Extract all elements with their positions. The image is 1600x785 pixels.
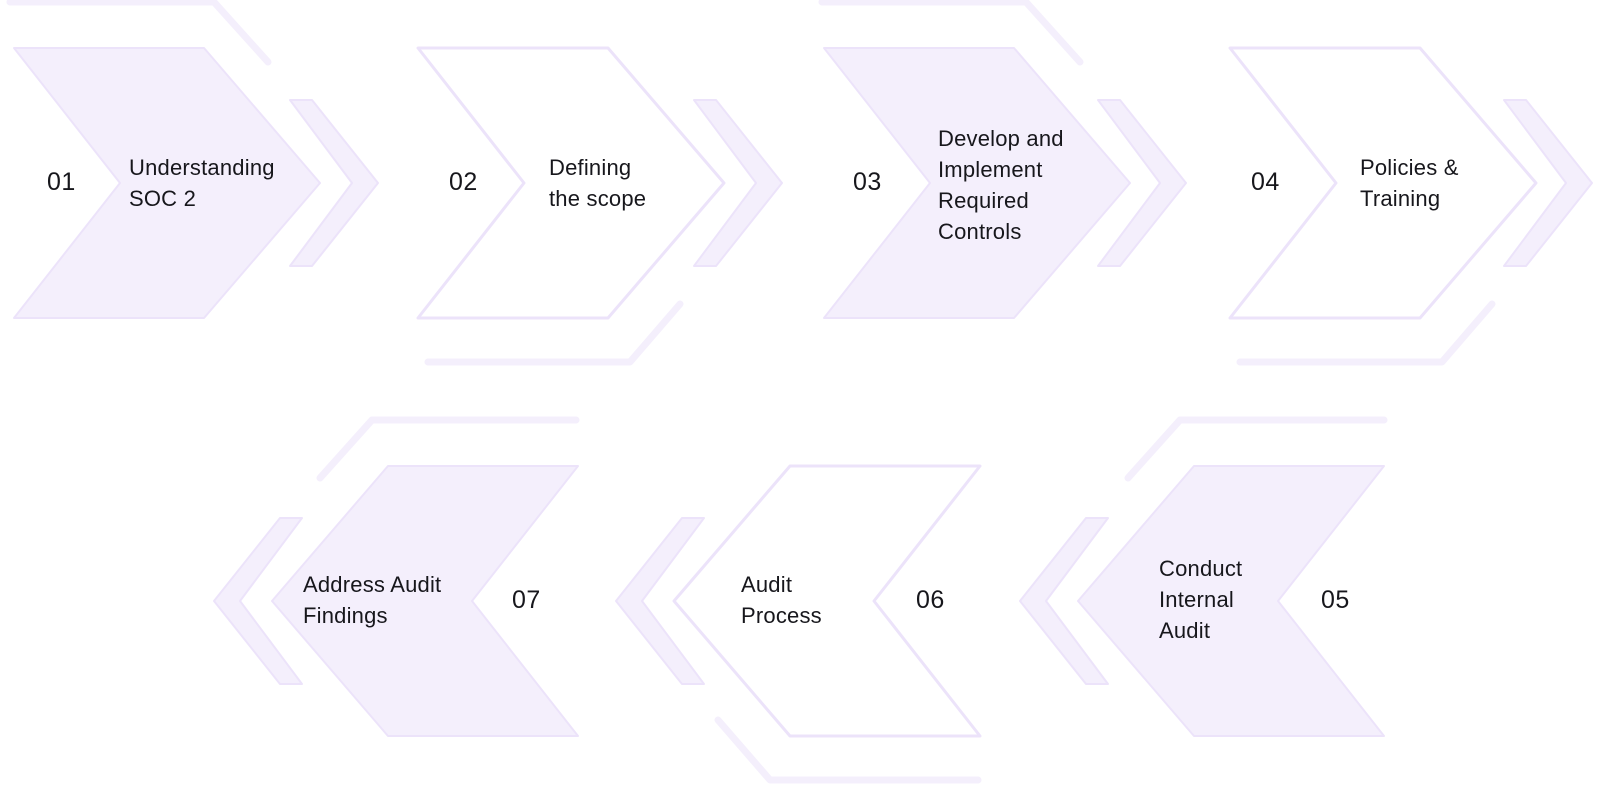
- step-02-shape: [416, 46, 726, 320]
- step-07-label-line-2: Findings: [303, 603, 388, 628]
- decor-line-top-03: [818, 0, 1084, 66]
- step-01-label-line-2: SOC 2: [129, 186, 197, 211]
- step-04-label-line-1: Policies &: [1360, 155, 1459, 180]
- decor-line-bottom-04: [1236, 300, 1496, 366]
- arrow-06-07: [615, 517, 705, 685]
- step-06-label-line-1: Audit: [741, 572, 793, 597]
- step-06-shape: [672, 464, 982, 738]
- step-06-number: 06: [916, 586, 945, 614]
- step-05-number: 05: [1321, 586, 1350, 614]
- arrow-05-06: [1019, 517, 1109, 685]
- step-05-label-line-2: Internal: [1159, 587, 1234, 612]
- arrow-02-03: [693, 99, 783, 267]
- decor-line-top-07: [316, 416, 580, 482]
- arrow-03-04: [1097, 99, 1187, 267]
- step-07-label: Address Audit Findings: [303, 569, 441, 631]
- step-03-label-line-1: Develop and: [938, 126, 1064, 151]
- step-07-shape: [271, 465, 579, 737]
- step-01-shape: [13, 47, 321, 319]
- step-04-label: Policies & Training: [1360, 152, 1459, 214]
- step-04-number: 04: [1251, 168, 1280, 196]
- step-02-label-line-2: the scope: [549, 186, 647, 211]
- step-03-label-line-4: Controls: [938, 219, 1022, 244]
- step-05-label-line-3: Audit: [1159, 618, 1211, 643]
- step-06-label-line-2: Process: [741, 603, 822, 628]
- step-05-shape: [1077, 465, 1385, 737]
- step-02-label-line-1: Defining: [549, 155, 632, 180]
- step-03-label-line-2: Implement: [938, 157, 1043, 182]
- decor-line-bottom-06: [714, 716, 982, 784]
- decor-line-top-05: [1124, 416, 1388, 482]
- step-06-label: Audit Process: [741, 569, 822, 631]
- decor-line-bottom-02: [424, 300, 684, 366]
- step-02-label: Defining the scope: [549, 152, 646, 214]
- step-03-number: 03: [853, 168, 882, 196]
- arrow-01-02: [289, 99, 379, 267]
- arrow-07-start: [213, 517, 303, 685]
- step-01-label-line-1: Understanding: [129, 155, 275, 180]
- step-05-label-line-1: Conduct: [1159, 556, 1243, 581]
- step-03-label-line-3: Required: [938, 188, 1029, 213]
- step-02-number: 02: [449, 168, 478, 196]
- step-04-label-line-2: Training: [1360, 186, 1441, 211]
- step-05-label: Conduct Internal Audit: [1159, 553, 1242, 646]
- step-01-number: 01: [47, 168, 76, 196]
- step-04-shape: [1228, 46, 1538, 320]
- step-03-label: Develop and Implement Required Controls: [938, 123, 1064, 247]
- step-01-label: Understanding SOC 2: [129, 152, 275, 214]
- decor-line-top-01: [6, 0, 272, 66]
- step-07-label-line-1: Address Audit: [303, 572, 442, 597]
- step-03-shape: [823, 47, 1131, 319]
- arrow-04-end: [1503, 99, 1593, 267]
- step-07-number: 07: [512, 586, 541, 614]
